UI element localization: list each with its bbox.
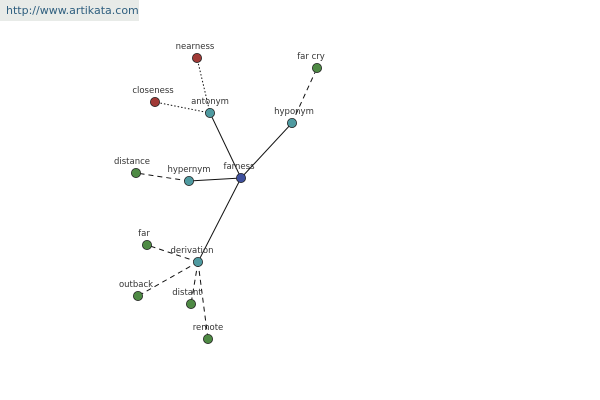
edges-layer (135, 57, 318, 340)
edge-hyponym-far-cry (291, 67, 318, 124)
node-label-nearness[interactable]: nearness (176, 42, 215, 52)
edge-derivation-distant (190, 261, 199, 305)
edge-derivation-remote (197, 261, 209, 340)
node-far-cry[interactable] (311, 63, 322, 74)
node-far[interactable] (141, 239, 152, 250)
node-nearness[interactable] (191, 53, 202, 64)
edge-farness-hypernym (188, 177, 242, 182)
node-label-far[interactable]: far (138, 229, 150, 239)
node-label-hypernym[interactable]: hypernym (167, 165, 210, 175)
nodes-layer (130, 53, 322, 344)
node-farness[interactable] (235, 172, 246, 183)
edge-antonym-nearness (196, 57, 211, 114)
node-label-closeness[interactable]: closeness (132, 86, 174, 96)
node-distant[interactable] (185, 298, 196, 309)
node-outback[interactable] (132, 290, 143, 301)
node-remote[interactable] (202, 333, 213, 344)
node-label-derivation[interactable]: derivation (170, 246, 213, 256)
node-label-distant[interactable]: distant (172, 288, 202, 298)
node-label-outback[interactable]: outback (119, 280, 153, 290)
node-closeness[interactable] (149, 97, 160, 108)
edge-farness-antonym (209, 112, 242, 179)
node-distance[interactable] (130, 167, 141, 178)
edge-farness-hyponym (240, 122, 293, 179)
node-label-antonym[interactable]: antonym (191, 97, 229, 107)
node-label-remote[interactable]: remote (193, 323, 224, 333)
edge-farness-derivation (197, 177, 242, 263)
source-url-link[interactable]: http://www.artikata.com (0, 0, 139, 21)
node-hypernym[interactable] (183, 175, 194, 186)
edge-antonym-closeness (154, 101, 211, 114)
node-label-hyponym[interactable]: hyponym (274, 107, 314, 117)
node-derivation[interactable] (192, 256, 203, 267)
edge-derivation-outback (137, 261, 199, 297)
node-label-farness[interactable]: farness (223, 162, 255, 172)
node-antonym[interactable] (204, 108, 215, 119)
labels-layer: farness antonym hyponym hypernym derivation n… (114, 42, 325, 333)
node-label-distance[interactable]: distance (114, 157, 150, 167)
node-hyponym[interactable] (286, 118, 297, 129)
node-label-far-cry[interactable]: far cry (297, 52, 325, 62)
